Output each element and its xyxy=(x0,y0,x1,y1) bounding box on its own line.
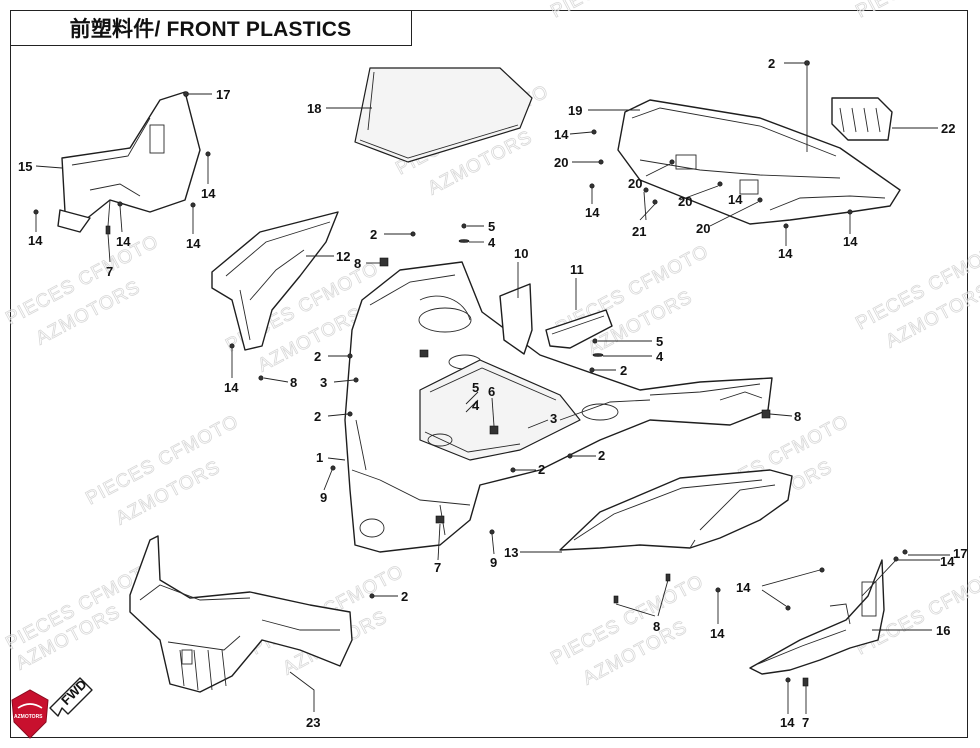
callout-11: 11 xyxy=(570,262,584,277)
callout-14: 14 xyxy=(780,715,795,730)
callout-7: 7 xyxy=(106,264,113,279)
callout-6: 6 xyxy=(488,384,495,399)
callout-17: 17 xyxy=(216,87,230,102)
callout-7: 7 xyxy=(802,715,809,730)
callout-12: 12 xyxy=(336,249,350,264)
part-23-fender xyxy=(129,535,353,693)
callout-14: 14 xyxy=(940,554,955,569)
fwd-arrow: FWD xyxy=(49,676,93,717)
callout-4: 4 xyxy=(656,349,664,364)
callout-20: 20 xyxy=(628,176,642,191)
callout-2: 2 xyxy=(620,363,627,378)
part-18-panel xyxy=(354,67,533,163)
callout-2: 2 xyxy=(314,349,321,364)
callout-20: 20 xyxy=(696,221,710,236)
callout-19: 19 xyxy=(568,103,582,118)
callout-8: 8 xyxy=(290,375,297,390)
part-11-panel xyxy=(545,309,613,349)
callout-14: 14 xyxy=(224,380,239,395)
part-1-main-body xyxy=(344,261,773,553)
callout-14: 14 xyxy=(28,233,43,248)
diagram-title: 前塑料件/ FRONT PLASTICS xyxy=(69,17,352,41)
callout-20: 20 xyxy=(678,194,692,209)
logo-text: AZMOTORS xyxy=(14,714,43,720)
callout-2: 2 xyxy=(370,227,377,242)
callout-8: 8 xyxy=(794,409,801,424)
fasteners xyxy=(33,60,908,687)
part-10-panel xyxy=(499,283,533,355)
callout-18: 18 xyxy=(307,101,321,116)
callout-20: 20 xyxy=(554,155,568,170)
callout-13: 13 xyxy=(504,545,518,560)
callout-14: 14 xyxy=(201,186,216,201)
drawing-frame xyxy=(10,10,968,738)
callout-14: 14 xyxy=(585,205,600,220)
callout-2: 2 xyxy=(538,462,545,477)
callout-4: 4 xyxy=(472,398,480,413)
callout-2: 2 xyxy=(768,56,775,71)
title-block: 前塑料件/ FRONT PLASTICS xyxy=(10,10,412,46)
callout-14: 14 xyxy=(116,234,131,249)
callout-8: 8 xyxy=(653,619,660,634)
callout-23: 23 xyxy=(306,715,320,730)
part-12-side-cover xyxy=(211,211,339,351)
callout-2: 2 xyxy=(598,448,605,463)
callout-9: 9 xyxy=(490,555,497,570)
callout-1: 1 xyxy=(316,450,323,465)
part-22-grille xyxy=(831,97,893,141)
callout-5: 5 xyxy=(488,219,495,234)
watermark-line1: PIECES CFMOTO xyxy=(852,0,980,22)
callout-22: 22 xyxy=(941,121,955,136)
callout-16: 16 xyxy=(936,623,950,638)
part-16-right-bracket xyxy=(749,559,885,675)
azmotors-logo: AZMOTORS xyxy=(11,689,49,739)
callout-21: 21 xyxy=(632,224,646,239)
callout-2: 2 xyxy=(401,589,408,604)
part-13-side-panel xyxy=(559,469,793,551)
callout-15: 15 xyxy=(18,159,32,174)
callout-3: 3 xyxy=(320,375,327,390)
part-15-left-bracket xyxy=(57,91,201,233)
callout-4: 4 xyxy=(488,235,496,250)
callout-10: 10 xyxy=(514,246,528,261)
callout-8: 8 xyxy=(354,256,361,271)
callout-5: 5 xyxy=(472,380,479,395)
callout-14: 14 xyxy=(186,236,201,251)
callout-3: 3 xyxy=(550,411,557,426)
callout-17: 17 xyxy=(953,546,967,561)
callout-labels: 17 15 14 14 14 14 7 18 12 14 8 2 8 5 4 1… xyxy=(18,56,967,730)
callout-5: 5 xyxy=(656,334,663,349)
callout-14: 14 xyxy=(736,580,751,595)
callout-14: 14 xyxy=(778,246,793,261)
callout-14: 14 xyxy=(843,234,858,249)
callout-7: 7 xyxy=(434,560,441,575)
callout-14: 14 xyxy=(554,127,569,142)
callout-2: 2 xyxy=(314,409,321,424)
leader-lines xyxy=(35,62,950,714)
watermark-line1: PIECES CFMOTO xyxy=(547,0,707,22)
callout-14: 14 xyxy=(710,626,725,641)
callout-9: 9 xyxy=(320,490,327,505)
callout-14: 14 xyxy=(728,192,743,207)
